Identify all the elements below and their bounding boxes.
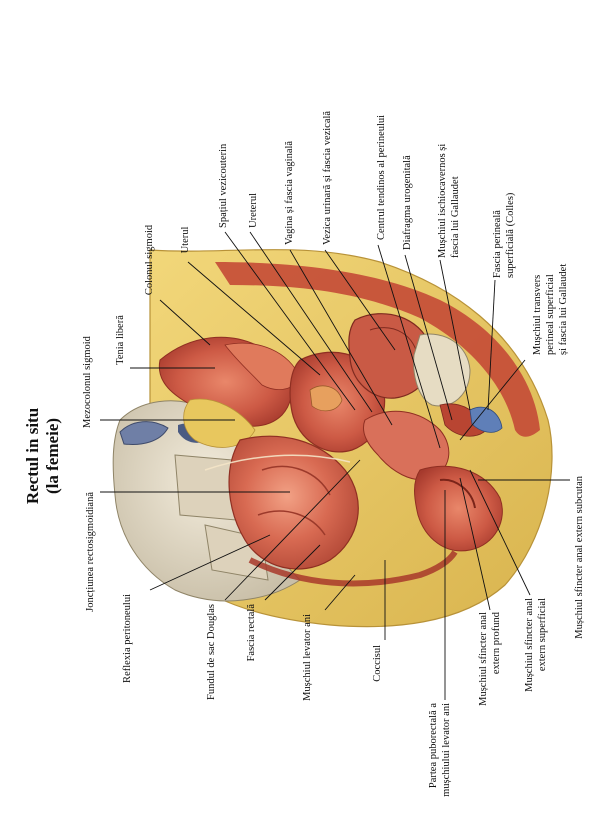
abdominal-wall bbox=[215, 262, 540, 437]
peritoneum-line bbox=[204, 454, 351, 471]
label-reflexia: Reflexia peritoneului bbox=[122, 594, 133, 683]
sigmoid-mesocolon bbox=[183, 398, 256, 448]
bladder bbox=[348, 313, 433, 399]
leader-levator bbox=[324, 574, 356, 611]
label-fascia-per-line1: Fascia perineală bbox=[492, 210, 503, 278]
label-fascia-per-line2: superficială (Colles) bbox=[505, 192, 516, 278]
label-superficial-line1: Mușchiul sfincter anal bbox=[524, 598, 535, 692]
label-ischio-line2: fascia lui Gallaudet bbox=[450, 176, 461, 258]
leader-vezica bbox=[324, 249, 396, 351]
label-superficial-line2: extern superficial bbox=[537, 598, 548, 671]
figure-title: Rectul in situ bbox=[23, 408, 42, 504]
label-jonctiunea: Joncțiunea rectosigmoidiană bbox=[85, 492, 96, 612]
sigmoid-colon-loop bbox=[224, 342, 301, 390]
leader-fascia-per bbox=[487, 279, 496, 411]
leader-fascia-rectala bbox=[264, 544, 321, 601]
label-transvers-line3: și fascia lui Gallaudet bbox=[558, 264, 569, 355]
leader-colonul bbox=[159, 299, 211, 346]
leader-profund bbox=[459, 477, 491, 611]
label-profund-line2: extern profund bbox=[491, 611, 502, 674]
label-ischio-line1: Mușchiul ischiocavernos și bbox=[437, 144, 448, 258]
label-vezica: Vezica urinară și fascia vezicală bbox=[322, 111, 333, 245]
leader-transvers bbox=[459, 359, 526, 441]
label-fascia-rectala: Fascia rectală bbox=[246, 604, 257, 662]
leader-centrul bbox=[377, 244, 441, 449]
label-centrul: Centrul tendinos al perineului bbox=[376, 115, 387, 240]
leader-vagina bbox=[289, 249, 393, 426]
anal-sphincter bbox=[414, 465, 503, 552]
vertebra-1 bbox=[174, 454, 237, 521]
levator-ani-band bbox=[248, 550, 458, 587]
leader-lines bbox=[100, 231, 570, 700]
label-transvers-line2: perineal superficial bbox=[545, 274, 556, 355]
label-puborectala-line2: mușchiului levator ani bbox=[441, 703, 452, 797]
label-profund-line1: Mușchiul sfincter anal bbox=[478, 612, 489, 706]
label-uterul: Uterul bbox=[180, 227, 191, 254]
label-fundul: Fundul de sac Douglas bbox=[206, 604, 217, 700]
leader-diafragma bbox=[404, 254, 453, 421]
leader-reflexia bbox=[149, 534, 271, 591]
label-levator: Mușchiul levator ani bbox=[302, 614, 313, 701]
label-transvers-line1: Mușchiul transvers bbox=[532, 275, 543, 355]
leader-ischio bbox=[439, 259, 471, 411]
leader-uterul bbox=[187, 261, 321, 376]
ovary bbox=[309, 385, 343, 412]
spinal-disc bbox=[119, 421, 169, 445]
anatomy-illustration bbox=[112, 248, 553, 628]
leader-fundul bbox=[224, 459, 361, 601]
leader-ureterul bbox=[249, 231, 373, 413]
label-spatiul: Spațiul vezicouterin bbox=[218, 143, 229, 228]
label-ureterul: Ureterul bbox=[248, 193, 259, 228]
figure-subtitle: (la femeie) bbox=[43, 418, 62, 494]
pubic-bone bbox=[413, 333, 471, 407]
leader-superficial bbox=[469, 469, 531, 596]
label-vagina: Vagina și fascia vaginală bbox=[284, 141, 295, 245]
leader-spatiul bbox=[224, 231, 356, 411]
clitoral-region bbox=[469, 406, 503, 433]
label-colonul: Colonul sigmoid bbox=[144, 224, 155, 295]
label-coccisul: Coccisul bbox=[372, 645, 383, 682]
label-diafragma: Diafragma urogenitală bbox=[402, 155, 413, 250]
rectum-fold-2 bbox=[257, 510, 326, 536]
rectum-fold bbox=[261, 465, 331, 496]
rectum bbox=[228, 435, 359, 570]
label-mezocolonul: Mezocolonul sigmoid bbox=[82, 335, 93, 428]
label-tenia: Tenia liberă bbox=[115, 315, 126, 365]
label-puborectala-line1: Partea puborectală a bbox=[428, 703, 439, 788]
label-subcutan: Mușchiul sfincter anal extern subcutan bbox=[574, 475, 585, 638]
urogenital-diaphragm bbox=[439, 403, 485, 437]
